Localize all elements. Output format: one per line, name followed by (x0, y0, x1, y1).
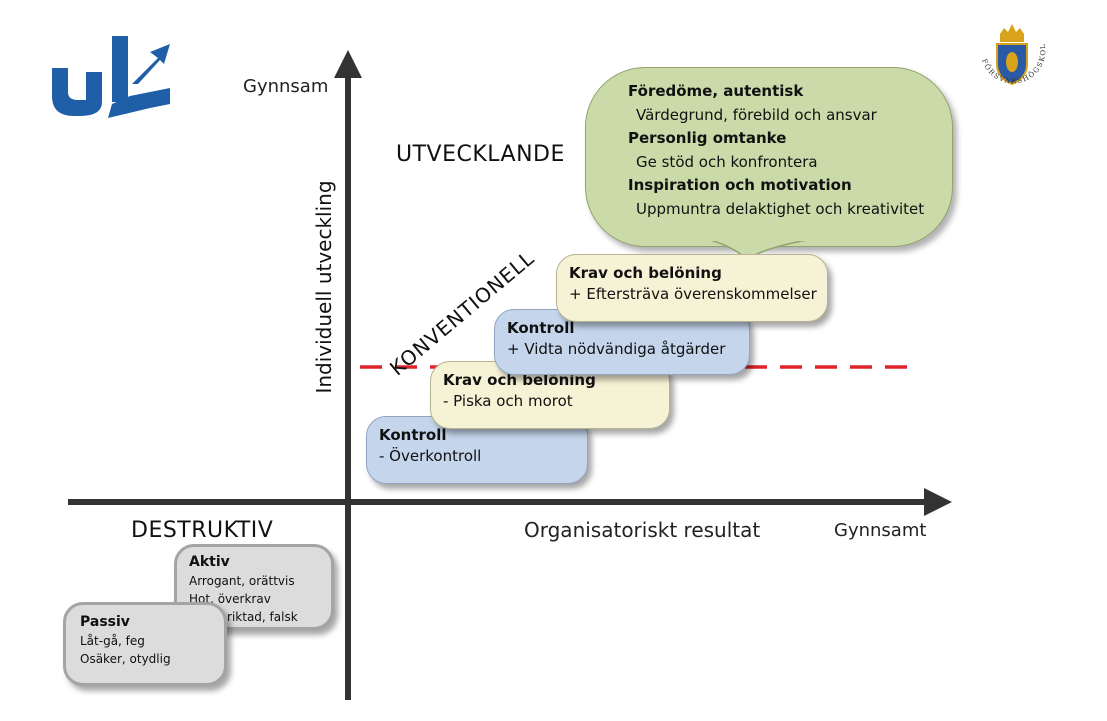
zone-label-utvecklande: UTVECKLANDE (396, 142, 565, 167)
utvecklande-item-title: Inspiration och motivation (628, 176, 852, 194)
utvecklande-item-title: Föredöme, autentisk (628, 82, 804, 100)
box-title: Kontroll (507, 319, 575, 337)
ul-logo-icon (52, 36, 170, 118)
utvecklande-item-desc: Uppmuntra delaktighet och kreativitet (636, 199, 925, 218)
box-desc: + Eftersträva överenskommelser (569, 285, 817, 303)
y-axis-arrow-icon (334, 50, 362, 78)
box-line: Låt-gå, feg (80, 634, 145, 648)
y-axis-title: Individuell utveckling (312, 180, 336, 394)
utvecklande-item-desc: Värdegrund, förebild och ansvar (636, 105, 877, 124)
box-krav-positive: Krav och belöning + Eftersträva överensk… (556, 254, 828, 322)
zone-label-destruktiv: DESTRUKTIV (131, 518, 274, 543)
box-title: Krav och belöning (569, 264, 722, 282)
utvecklande-item-title: Personlig omtanke (628, 129, 787, 147)
box-desc: - Piska och morot (443, 392, 573, 410)
box-line: Arrogant, orättvis (189, 574, 295, 588)
x-axis-end-label: Gynnsamt (834, 520, 927, 541)
box-desc: - Överkontroll (379, 447, 482, 465)
box-passiv: Passiv Låt-gå, feg Osäker, otydlig (63, 602, 227, 686)
box-desc: + Vidta nödvändiga åtgärder (507, 340, 726, 358)
x-axis-title: Organisatoriskt resultat (524, 518, 761, 542)
utvecklande-box: Föredöme, autentisk Värdegrund, förebild… (585, 67, 953, 247)
x-axis-arrow-icon (924, 488, 952, 516)
box-aktiv: Aktiv Arrogant, orättvis Hot, överkrav E… (174, 544, 334, 630)
box-title: Aktiv (189, 554, 230, 570)
box-title: Passiv (80, 614, 130, 630)
y-axis-top-label: Gynnsam (243, 76, 329, 97)
box-line: Osäker, otydlig (80, 652, 171, 666)
box-title: Krav och belöning (443, 371, 596, 389)
box-title: Kontroll (379, 426, 447, 444)
utvecklande-item-desc: Ge stöd och konfrontera (636, 152, 818, 171)
y-axis (334, 50, 362, 700)
x-axis (68, 488, 952, 516)
